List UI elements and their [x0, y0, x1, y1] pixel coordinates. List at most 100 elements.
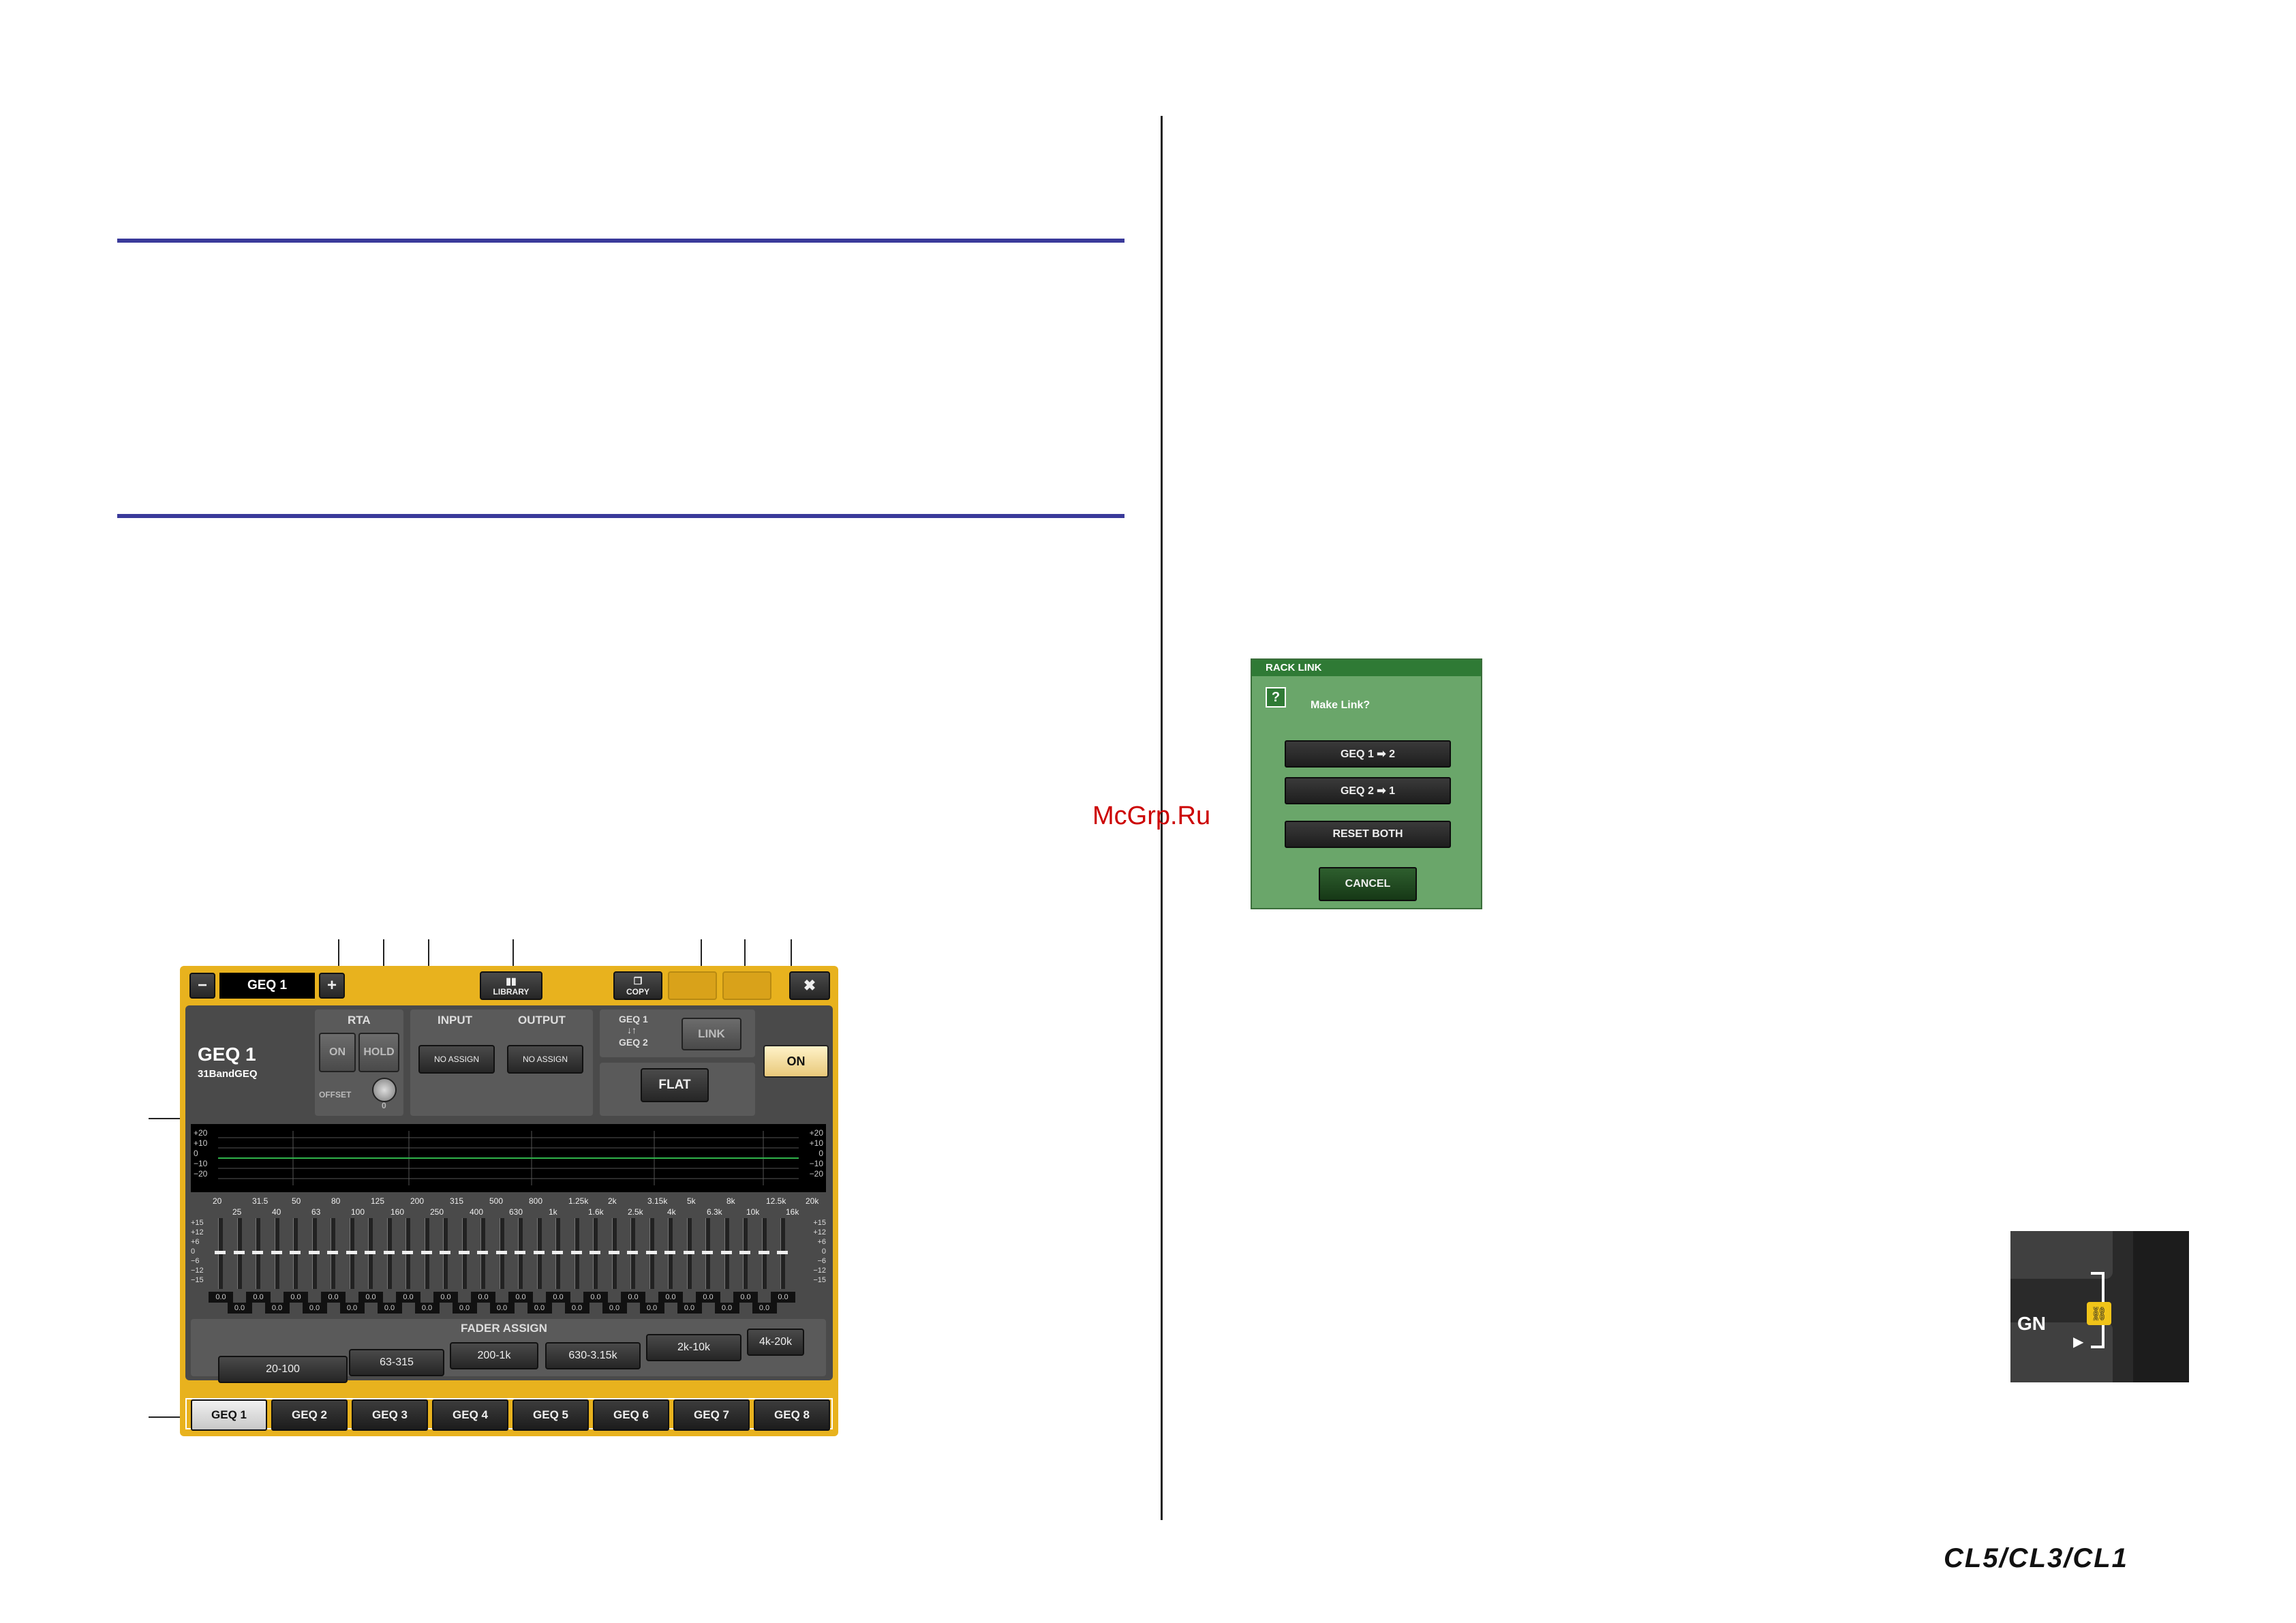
link-2-to-1-button[interactable]: GEQ 2 ➡ 1: [1285, 777, 1451, 804]
fader-cap[interactable]: [420, 1251, 432, 1254]
fader-cap[interactable]: [346, 1251, 357, 1254]
fader-value: 0.0: [733, 1292, 758, 1303]
rack-next-button[interactable]: +: [319, 973, 345, 999]
link-thumbnail: GN ⛓ ▶: [2010, 1231, 2189, 1382]
fader-scale-label: −12: [191, 1266, 204, 1275]
link-button[interactable]: LINK: [682, 1018, 741, 1050]
column-divider: [1161, 116, 1163, 1520]
fader-cap[interactable]: [608, 1251, 619, 1254]
offset-knob[interactable]: [372, 1078, 397, 1102]
fader-value: 0.0: [452, 1303, 477, 1314]
rack-name-display: GEQ 1: [219, 973, 315, 999]
fader-cap[interactable]: [477, 1251, 488, 1254]
fader-scale-label: +12: [813, 1228, 826, 1237]
freq-label: 500: [489, 1196, 504, 1206]
fader-cap[interactable]: [271, 1251, 282, 1254]
fader-cap[interactable]: [533, 1251, 545, 1254]
geq-tab[interactable]: GEQ 1: [191, 1399, 267, 1431]
fader-value: 0.0: [264, 1303, 290, 1314]
fader-cap[interactable]: [440, 1251, 450, 1254]
paste-button[interactable]: [668, 971, 717, 1000]
fader-assign-button[interactable]: 630-3.15k: [545, 1342, 641, 1369]
fader-assign-label: FADER ASSIGN: [461, 1322, 547, 1335]
geq-on-button[interactable]: ON: [763, 1045, 829, 1078]
fader-cap[interactable]: [402, 1251, 413, 1254]
fader-cap[interactable]: [645, 1251, 657, 1254]
rack-prev-button[interactable]: −: [189, 973, 215, 999]
graph-scale-label: +10: [809, 1138, 823, 1148]
reset-both-button[interactable]: RESET BOTH: [1285, 821, 1451, 848]
fader-cap[interactable]: [215, 1251, 226, 1254]
rta-on-button[interactable]: ON: [319, 1033, 356, 1072]
geq-tab[interactable]: GEQ 7: [673, 1399, 750, 1431]
fader-cap[interactable]: [683, 1251, 694, 1254]
copy-button[interactable]: ❐ COPY: [613, 971, 662, 1000]
fader-assign-button[interactable]: 4k-20k: [747, 1329, 804, 1356]
fader-cap[interactable]: [290, 1251, 301, 1254]
output-label: OUTPUT: [518, 1014, 566, 1027]
fader-value: 0.0: [621, 1292, 645, 1303]
geq-tab[interactable]: GEQ 2: [271, 1399, 348, 1431]
freq-label: 315: [450, 1196, 464, 1206]
rta-hold-button[interactable]: HOLD: [358, 1033, 399, 1072]
geq-tab[interactable]: GEQ 6: [593, 1399, 669, 1431]
geq-tab[interactable]: GEQ 5: [512, 1399, 589, 1431]
freq-label: 800: [529, 1196, 543, 1206]
fader-value: 0.0: [714, 1303, 739, 1314]
fader-cap[interactable]: [702, 1251, 713, 1254]
fader-scale-label: +6: [817, 1238, 826, 1246]
fader-cap[interactable]: [458, 1251, 470, 1254]
rack-link-title: RACK LINK: [1252, 660, 1481, 676]
geq-tab[interactable]: GEQ 3: [352, 1399, 428, 1431]
fader-assign-button[interactable]: 2k-10k: [646, 1334, 741, 1361]
fader-cap[interactable]: [327, 1251, 338, 1254]
flat-section: FLAT: [600, 1063, 755, 1116]
geq-tab[interactable]: GEQ 4: [432, 1399, 508, 1431]
fader-assign-button[interactable]: 20-100: [218, 1356, 348, 1383]
freq-label: 6.3k: [707, 1207, 722, 1217]
link-1-to-2-button[interactable]: GEQ 1 ➡ 2: [1285, 740, 1451, 768]
fader-cap[interactable]: [252, 1251, 263, 1254]
library-button[interactable]: ▮▮ LIBRARY: [480, 971, 542, 1000]
fader-cap[interactable]: [383, 1251, 395, 1254]
geq-tab[interactable]: GEQ 8: [754, 1399, 830, 1431]
cancel-button[interactable]: CANCEL: [1319, 867, 1417, 901]
footer-logo: CL5/CL3/CL1: [1944, 1543, 2128, 1573]
fader-cap[interactable]: [590, 1251, 600, 1254]
fader-cap[interactable]: [627, 1251, 638, 1254]
fader-cap[interactable]: [552, 1251, 563, 1254]
fader-assign-button[interactable]: 63-315: [349, 1349, 444, 1376]
fader-scale-label: −12: [813, 1266, 826, 1275]
output-assign-button[interactable]: NO ASSIGN: [507, 1045, 583, 1074]
fader-cap[interactable]: [308, 1251, 320, 1254]
input-assign-button[interactable]: NO ASSIGN: [418, 1045, 495, 1074]
fader-cap[interactable]: [495, 1251, 507, 1254]
fader-value: 0.0: [246, 1292, 271, 1303]
close-button[interactable]: ✖: [789, 971, 830, 1000]
fader-value: 0.0: [639, 1303, 664, 1314]
thumb-assign-fragment: GN: [2017, 1313, 2046, 1334]
fader-value: 0.0: [377, 1303, 402, 1314]
fader-cap[interactable]: [570, 1251, 582, 1254]
fader-cap[interactable]: [777, 1251, 788, 1254]
fader-cap[interactable]: [758, 1251, 769, 1254]
fader-cap[interactable]: [365, 1251, 376, 1254]
fader-value: 0.0: [752, 1303, 777, 1314]
freq-label: 16k: [786, 1207, 799, 1217]
compare-button[interactable]: [722, 971, 771, 1000]
copy-label: COPY: [626, 986, 649, 997]
thumb-rack-upper: [2010, 1231, 2113, 1279]
link-pair-top: GEQ 1: [619, 1014, 648, 1025]
fader-value: 0.0: [471, 1292, 495, 1303]
fader-assign-button[interactable]: 200-1k: [450, 1342, 538, 1369]
fader-cap[interactable]: [233, 1251, 245, 1254]
fader-cap[interactable]: [664, 1251, 675, 1254]
fader-value: 0.0: [658, 1292, 683, 1303]
freq-label: 3.15k: [647, 1196, 668, 1206]
fader-cap[interactable]: [739, 1251, 750, 1254]
fader-cap[interactable]: [720, 1251, 732, 1254]
fader-cap[interactable]: [515, 1251, 525, 1254]
flat-button[interactable]: FLAT: [641, 1068, 709, 1102]
